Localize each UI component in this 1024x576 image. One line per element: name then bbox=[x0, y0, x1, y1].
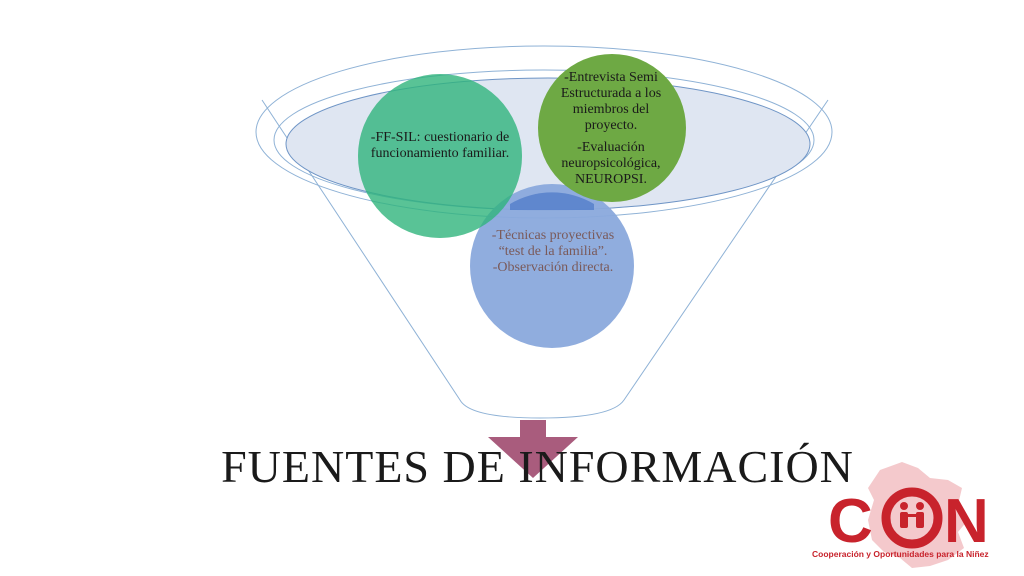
circle-entrevista-text: -Entrevista Semi Estructurada a los miem… bbox=[548, 70, 674, 194]
circle-entrevista bbox=[538, 54, 686, 202]
logo-letter-n: N bbox=[944, 487, 989, 556]
funnel-outline bbox=[261, 99, 829, 419]
diagram-title: FUENTES DE INFORMACIÓN bbox=[221, 441, 854, 492]
children-icon bbox=[900, 502, 924, 528]
circle-tecnicas-top-cap bbox=[510, 192, 594, 210]
entrevista-line: -Entrevista Semi Estructurada a los miem… bbox=[560, 70, 662, 133]
observacion-line: -Observación directa. bbox=[492, 260, 614, 275]
neuropsi-line: -Evaluación neuropsicológica, NEUROPSI. bbox=[561, 140, 661, 187]
logo-o-ring bbox=[881, 487, 943, 549]
circle-ffsil-text: -FF-SIL: cuestionario de funcionamiento … bbox=[370, 130, 510, 168]
tecnicas-line: -Técnicas proyectivas “test de la famili… bbox=[491, 228, 615, 259]
circle-ffsil-top bbox=[358, 74, 522, 238]
down-arrow bbox=[488, 420, 578, 478]
circle-tecnicas bbox=[470, 184, 634, 348]
circle-tecnicas-text: -Técnicas proyectivas “test de la famili… bbox=[490, 228, 616, 282]
logo-tagline: Cooperación y Oportunidades para la Niñe… bbox=[812, 549, 989, 559]
logo-letter-c: C bbox=[828, 487, 873, 556]
ffsil-line: -FF-SIL: cuestionario de funcionamiento … bbox=[370, 130, 510, 161]
